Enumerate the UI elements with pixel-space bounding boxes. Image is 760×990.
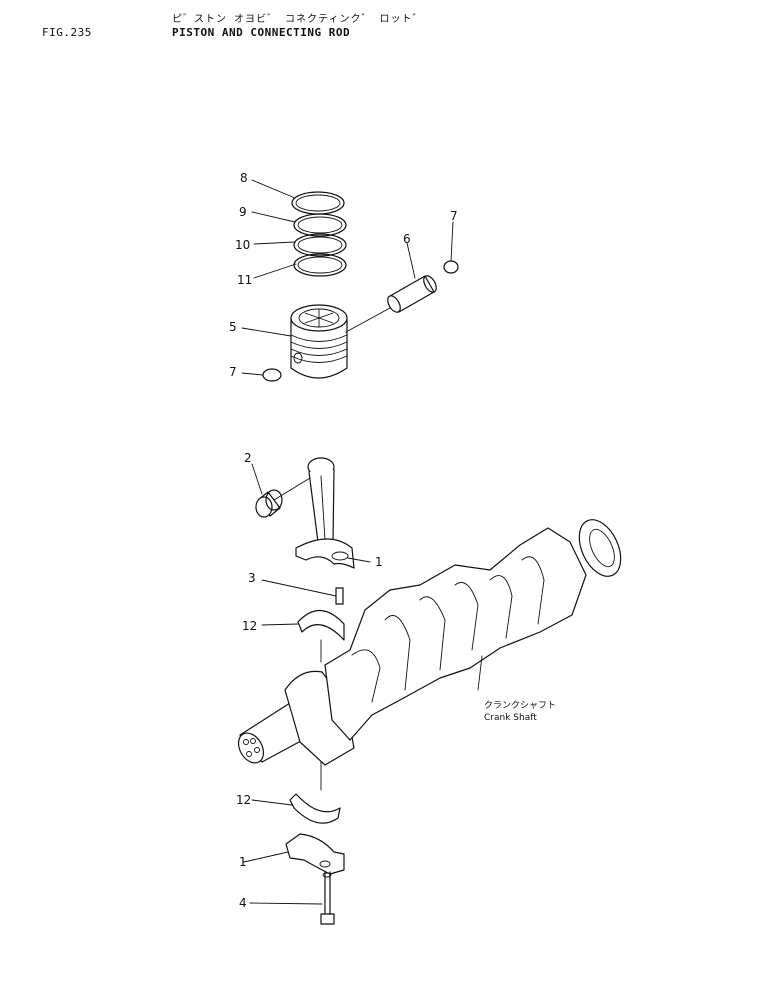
crankshaft-label-jp: クランクシャフト — [484, 700, 556, 711]
callout-8: 8 — [240, 171, 248, 185]
callout-9: 9 — [239, 205, 247, 219]
callout-1-rod: 1 — [375, 555, 383, 569]
rod-cap — [285, 833, 345, 875]
callout-11: 11 — [237, 273, 252, 287]
piston-ring-10 — [293, 233, 347, 257]
rod-bolt — [320, 871, 335, 925]
crankshaft — [237, 519, 622, 791]
figure-number: FIG.235 — [42, 26, 92, 39]
dowel-pin — [335, 587, 344, 605]
connecting-rod — [295, 457, 355, 569]
callout-3: 3 — [248, 571, 256, 585]
callout-7-upper: 7 — [450, 209, 458, 223]
callout-12-lower: 12 — [236, 793, 251, 807]
bearing-lower — [289, 793, 341, 824]
bearing-upper — [297, 609, 345, 641]
callout-5: 5 — [229, 320, 237, 334]
piston-ring-9 — [293, 213, 347, 237]
piston-pin — [345, 275, 437, 333]
callout-1-cap: 1 — [239, 855, 247, 869]
crankshaft-label-en: Crank Shaft — [484, 713, 537, 723]
snap-ring-lower — [262, 368, 282, 382]
piston-ring-8 — [291, 191, 345, 215]
snap-ring-upper — [443, 260, 459, 274]
callout-12-upper: 12 — [242, 619, 257, 633]
title-japanese: ピ゛ストン オヨビ゛ コネクティンク゛ ロット゛ — [172, 14, 424, 25]
bushing — [255, 489, 283, 518]
callout-10: 10 — [235, 238, 250, 252]
title-english: PISTON AND CONNECTING ROD — [172, 26, 351, 39]
leader-lines — [241, 179, 483, 905]
callout-6: 6 — [403, 232, 411, 246]
callout-7-lower: 7 — [229, 365, 237, 379]
piston-ring-11 — [293, 253, 347, 277]
callout-4: 4 — [239, 896, 247, 910]
piston — [290, 304, 348, 379]
callout-2: 2 — [244, 451, 252, 465]
